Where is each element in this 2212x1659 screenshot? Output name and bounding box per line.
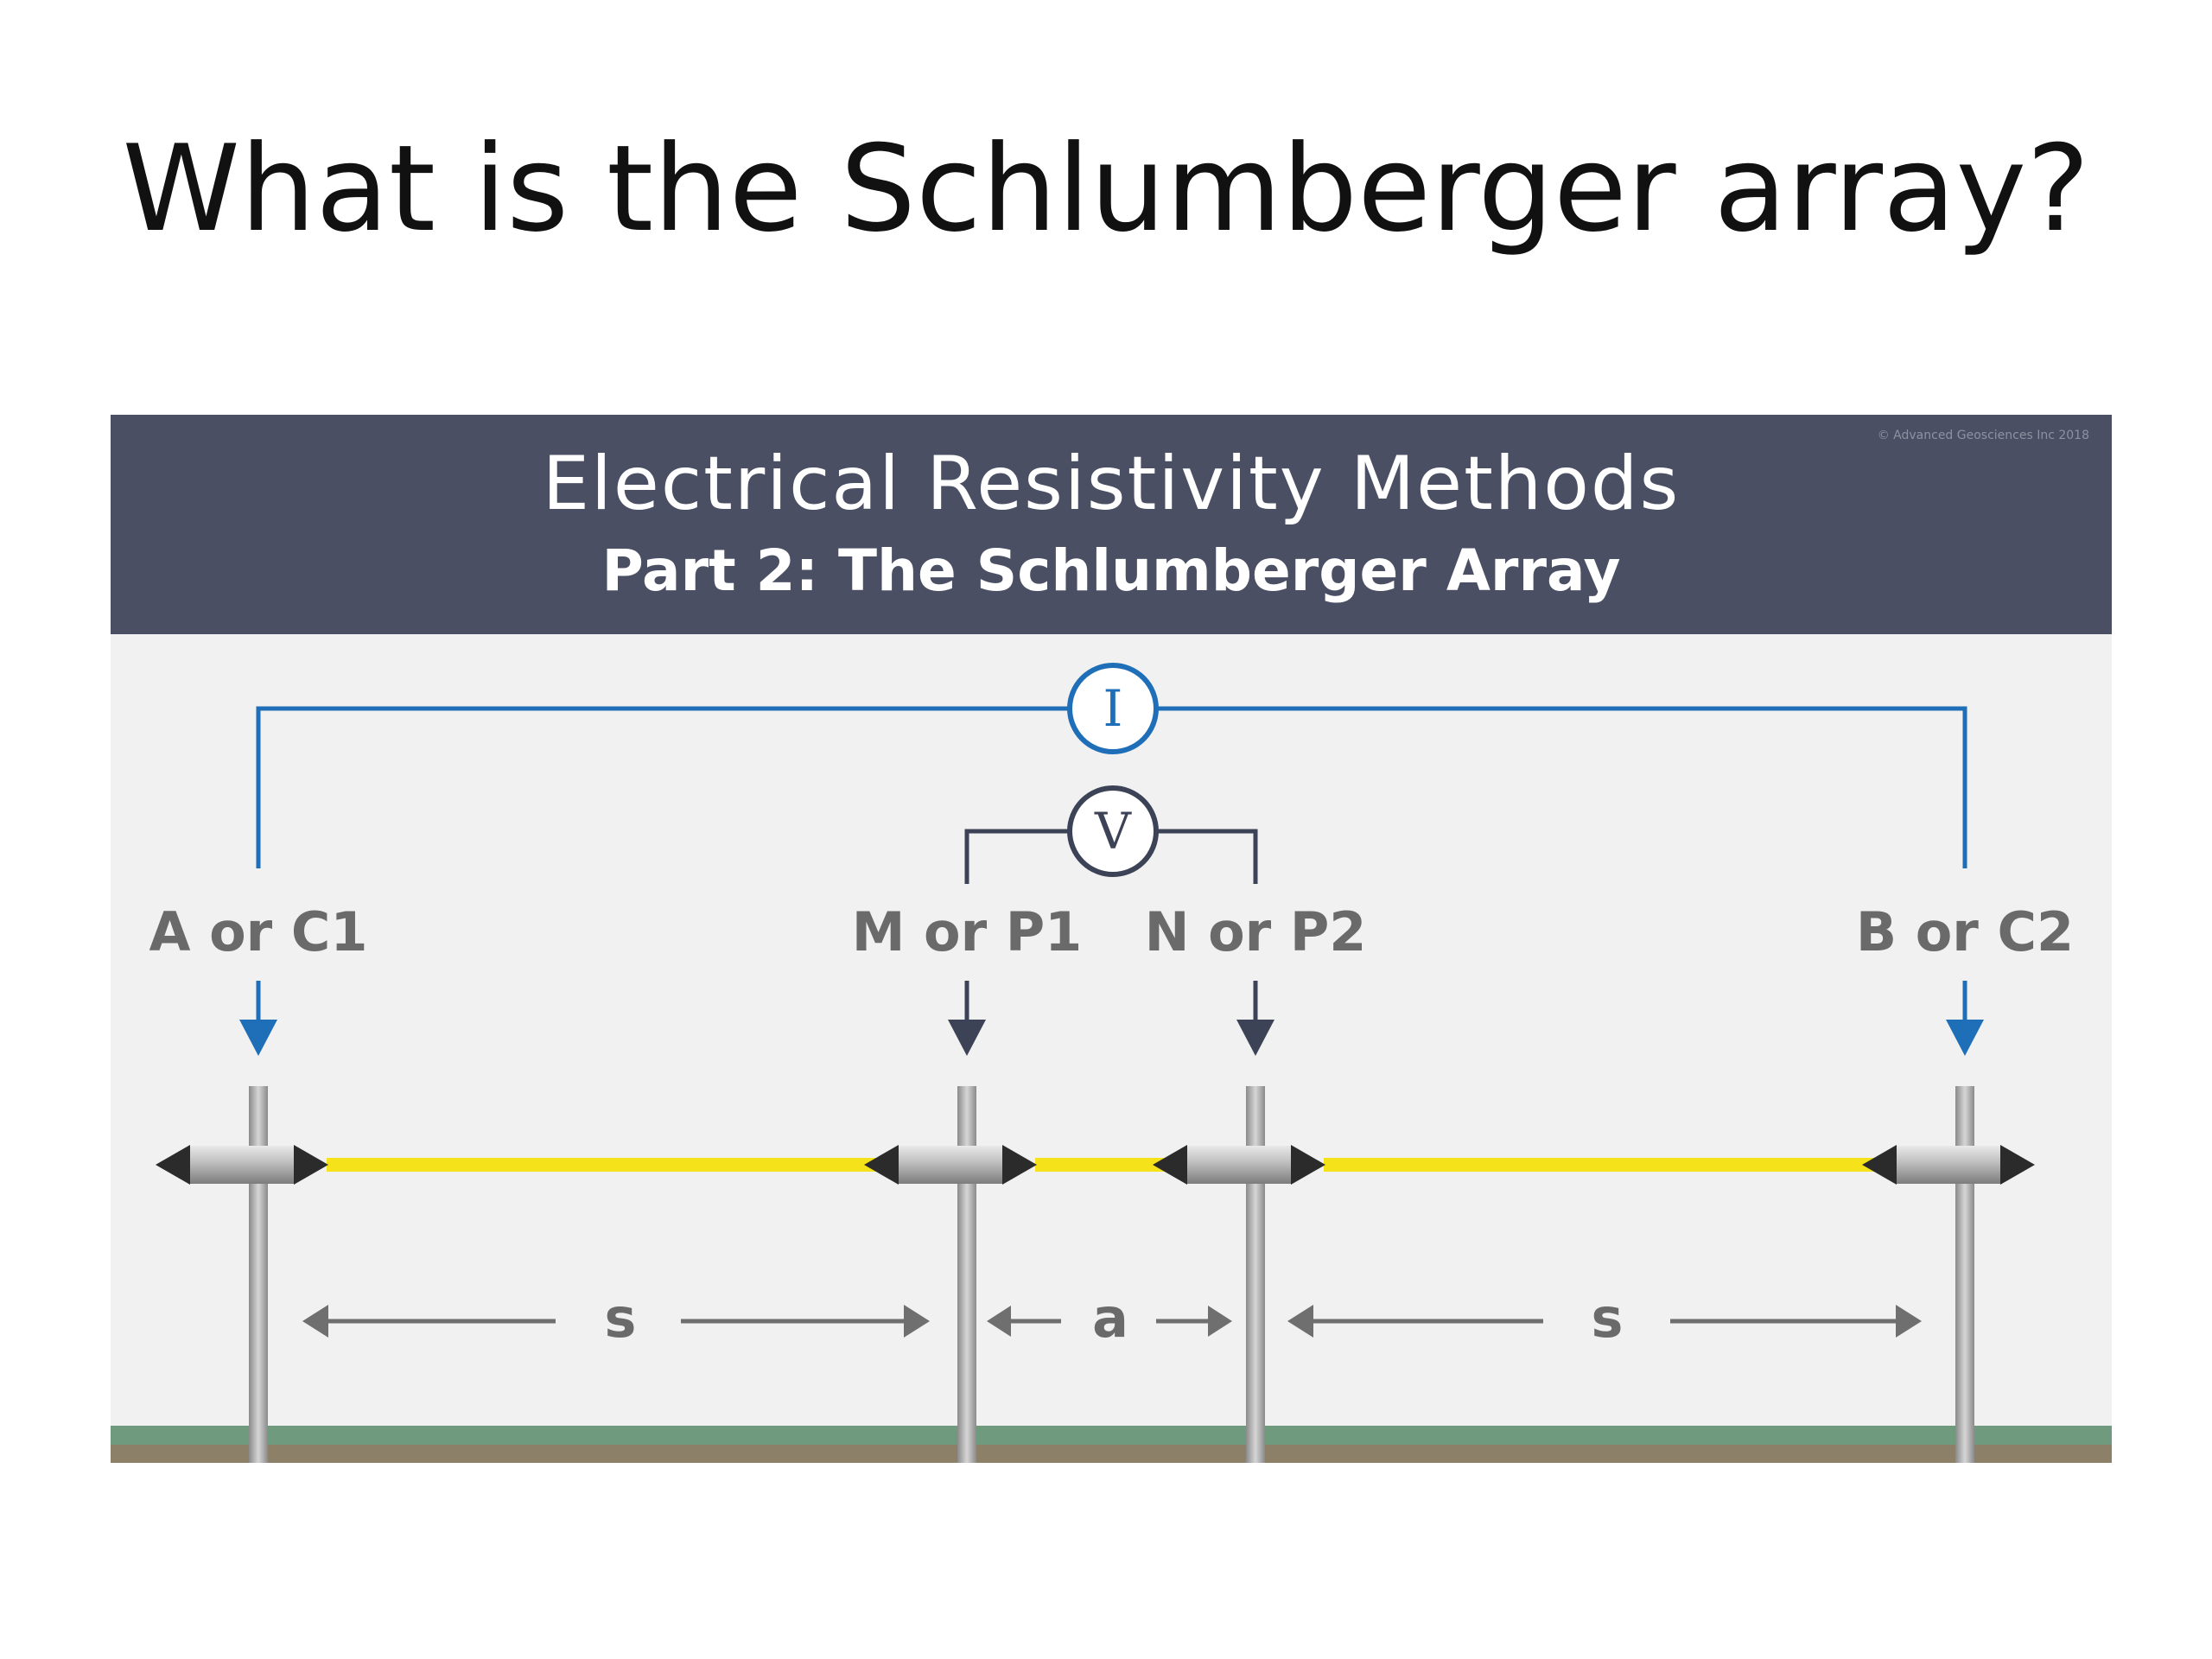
array-diagram: I V A or C1 M or P1 N or P2 B or C2: [111, 663, 2112, 1463]
spacing-arrow-s-right: [1287, 1305, 1922, 1338]
voltage-meter-symbol: V: [1094, 802, 1132, 861]
arrow-down-icon-b: [1946, 981, 1984, 1056]
schlumberger-figure: Electrical Resistivity Methods Part 2: T…: [111, 415, 2112, 1463]
ground-grass: [111, 1426, 2112, 1445]
electrode-rod-m: [957, 1086, 976, 1463]
electrode-rod-n: [1246, 1086, 1265, 1463]
electrode-label-a: A or C1: [149, 900, 368, 963]
figure-banner: Electrical Resistivity Methods Part 2: T…: [111, 415, 2112, 634]
spacing-arrow-s-left: [302, 1305, 930, 1338]
current-meter-symbol: I: [1103, 679, 1123, 738]
current-meter: I: [1067, 663, 1159, 754]
figure-subtitle: Part 2: The Schlumberger Array: [601, 537, 1621, 604]
cable-connector-m: [864, 1145, 1037, 1185]
figure-title: Electrical Resistivity Methods: [542, 441, 1681, 527]
cable-connector-b: [1862, 1145, 2035, 1185]
cable-connector-a: [156, 1145, 328, 1185]
ground-soil: [111, 1445, 2112, 1463]
arrow-down-icon-m: [948, 981, 986, 1056]
cable-connector-n: [1153, 1145, 1325, 1185]
voltage-meter: V: [1067, 785, 1159, 877]
copyright-notice: © Advanced Geosciences Inc 2018: [1877, 429, 2089, 442]
electrode-label-n: N or P2: [1145, 900, 1367, 963]
electrode-label-m: M or P1: [852, 900, 1083, 963]
electrode-label-b: B or C2: [1856, 900, 2074, 963]
arrow-down-icon-a: [239, 981, 277, 1056]
arrow-down-icon-n: [1236, 981, 1274, 1056]
spacing-label-s-left: s: [605, 1287, 637, 1350]
electrode-rod-b: [1955, 1086, 1974, 1463]
spacing-arrow-a: [987, 1306, 1232, 1337]
slide-title: What is the Schlumberger array?: [122, 119, 2090, 258]
electrode-rod-a: [249, 1086, 268, 1463]
spacing-label-s-right: s: [1592, 1287, 1624, 1350]
spacing-label-a: a: [1092, 1287, 1128, 1350]
